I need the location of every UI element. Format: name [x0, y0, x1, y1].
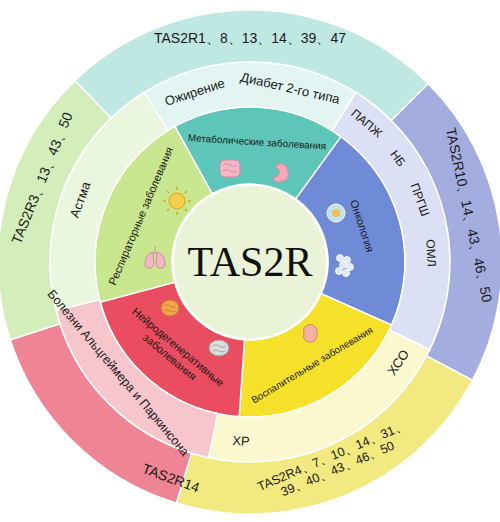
- wedge-fill: [391, 84, 500, 380]
- wedge-fill: [56, 299, 218, 457]
- node-shape: [172, 184, 328, 340]
- brain-icon: [161, 300, 179, 316]
- disease-label: ХР: [232, 434, 250, 450]
- wedge-fill: [296, 137, 405, 325]
- disease-label: Астма: [67, 180, 94, 220]
- wedge-fill: [75, 10, 428, 121]
- disease-label: ОМЛ: [422, 239, 437, 267]
- category-label: Метаболические заболевания: [188, 132, 327, 152]
- category-label: Респираторные заболевания: [106, 145, 176, 287]
- wedge-fill: [239, 294, 391, 417]
- cell-cluster-icon: [336, 255, 354, 277]
- wedge-fill: [0, 81, 111, 340]
- wedge-fill: [175, 107, 341, 199]
- receptor-list: TAS2R1、8、13、14、39、47: [154, 30, 346, 46]
- wedge-fill: [332, 92, 450, 349]
- category-label: Нейродегенеративные заболевания: [118, 303, 230, 403]
- receptor-list: TAS2R4、7、10、14、31、39、40、43、46、50: [247, 414, 424, 511]
- virus-icon: [163, 187, 191, 215]
- nose-icon: [303, 324, 317, 342]
- receptor-list: TAS2R3、13、43、50: [9, 110, 77, 246]
- center-title: TAS2R: [188, 238, 313, 286]
- circle-fill: [173, 185, 327, 339]
- wedge-fill: [176, 356, 472, 514]
- cell-icon: [327, 204, 345, 222]
- receptor-list: TAS2R10、14、43、46、50: [443, 127, 496, 304]
- disease-label: ПАПЖ: [347, 107, 384, 141]
- disease-label: Болезни Альцгеймера и Паркинсона: [45, 287, 192, 459]
- center-circle: TAS2R: [172, 184, 328, 340]
- disease-label: ХСО: [385, 347, 413, 378]
- disease-label: Ожирение: [163, 76, 227, 109]
- category-label: Воспалительные заболевания: [249, 324, 374, 406]
- disease-label: ПРГШ: [407, 182, 432, 219]
- wedge-fill: [208, 330, 429, 462]
- receptor-list: TAS2R14: [141, 460, 203, 496]
- wedge-fill: [144, 62, 356, 131]
- disease-label: Диабет 2-го типа: [239, 70, 341, 107]
- intestine-icon: [220, 160, 240, 177]
- wedge-fill: [10, 324, 191, 503]
- lungs-icon: [145, 246, 165, 268]
- wedge-fill: [50, 92, 168, 310]
- brain-icon: [209, 340, 229, 356]
- disease-label: НБ: [387, 148, 408, 169]
- stomach-icon: [273, 164, 288, 182]
- wedge-fill: [95, 126, 212, 302]
- wedge-fill: [100, 282, 244, 416]
- category-label: Онкология: [348, 198, 377, 253]
